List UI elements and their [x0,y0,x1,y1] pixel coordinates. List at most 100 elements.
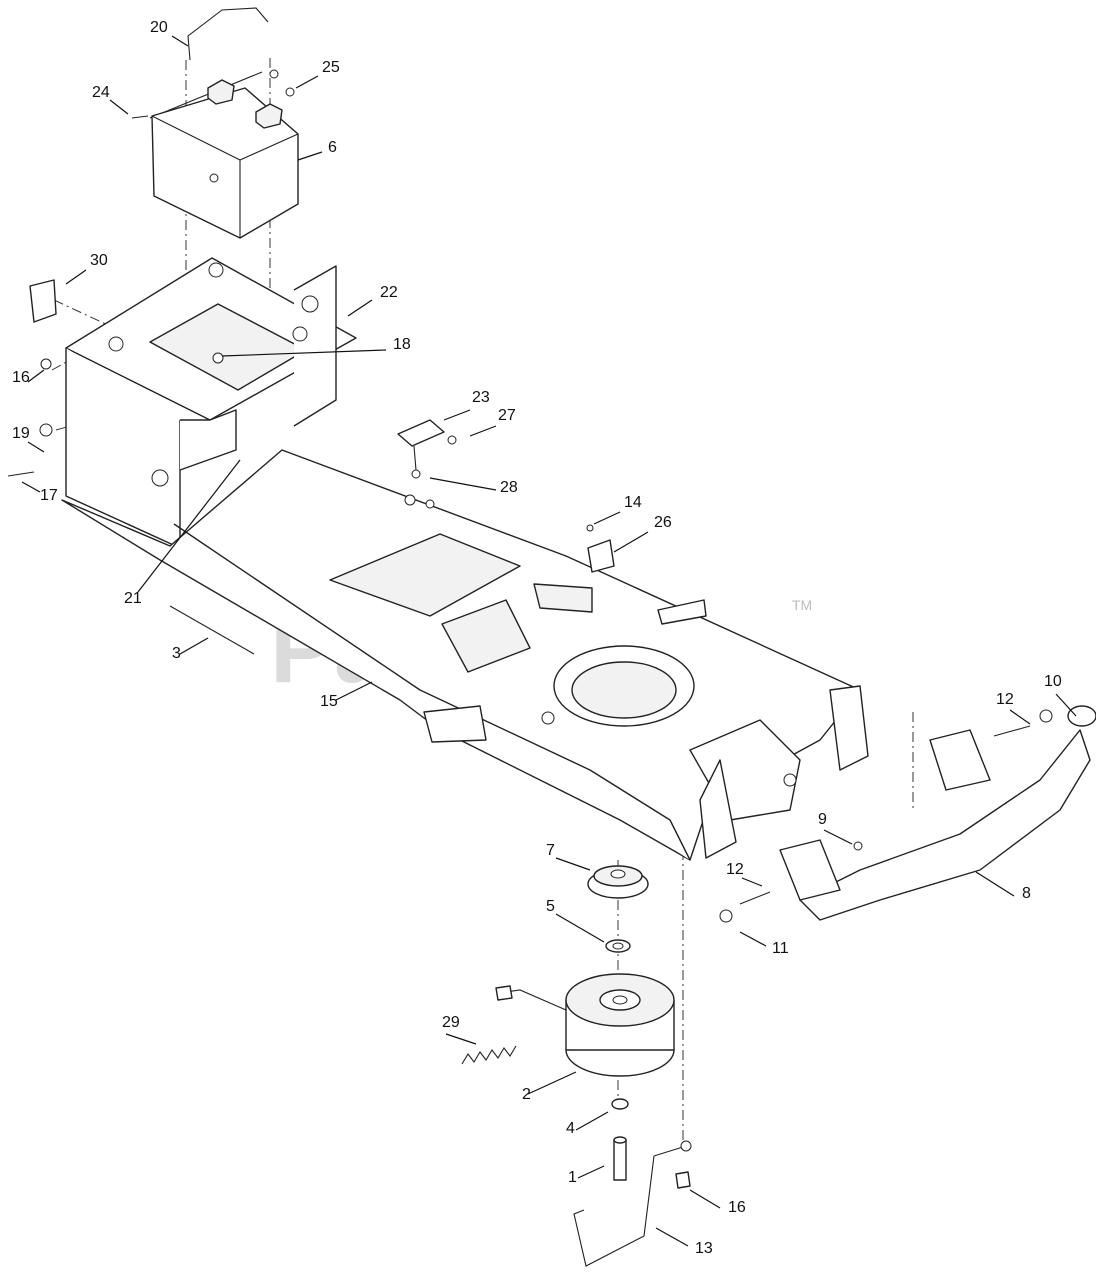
callout-22: 22 [347,284,398,317]
decal [29,279,57,323]
spring [461,1045,517,1065]
callout-number: 27 [498,407,516,424]
spacer-and-bolt [611,1098,629,1181]
callout-29: 29 [442,1014,477,1045]
callout-number: 12 [726,861,744,878]
battery [131,69,299,239]
callout-leader [171,35,189,47]
callout-number: 16 [728,1199,746,1216]
callout-number: 25 [322,59,340,76]
callout-leader [65,269,87,285]
callout-number: 15 [320,693,338,710]
callout-19: 19 [12,425,45,453]
callout-24: 24 [92,84,129,115]
callout-number: 19 [12,425,30,442]
callout-21: 21 [124,459,241,607]
callout-number: 17 [40,487,58,504]
callout-11: 11 [739,931,789,957]
callout-20: 20 [150,19,189,47]
callout-number: 18 [393,336,411,353]
callout-leader [739,931,767,947]
callout-leader [555,913,605,943]
callout-number: 21 [124,590,142,607]
callout-27: 27 [469,407,516,437]
callout-18: 18 [221,336,411,357]
callout-10: 10 [1044,673,1077,717]
pulley [587,865,649,899]
callout-leader [297,151,323,161]
callout-leader [335,681,373,701]
callout-8: 8 [975,871,1031,902]
callout-4: 4 [566,1111,609,1137]
callout-number: 6 [328,139,337,156]
callout-number: 2 [522,1086,531,1103]
callout-number: 1 [568,1169,577,1186]
watermark-trademark: TM [792,597,812,613]
callout-leader [575,1111,609,1131]
callout-number: 24 [92,84,110,101]
callout-23: 23 [443,389,490,421]
callout-leader [655,1227,689,1247]
callout-leader [613,531,649,553]
callout-17: 17 [21,481,58,504]
callout-leader [221,349,387,357]
battery-support-box [7,257,357,549]
callout-26: 26 [613,514,672,553]
callout-16: 16 [689,1189,746,1216]
callout-number: 14 [624,494,642,511]
callout-leader [593,511,621,525]
callout-14: 14 [593,494,642,525]
callout-leader [109,99,129,115]
callout-number: 23 [472,389,490,406]
brake-rod [573,1140,692,1267]
callout-leader [577,1165,605,1179]
callout-1: 1 [568,1165,605,1186]
callout-6: 6 [297,139,337,161]
pto-clutch [495,973,675,1077]
callout-15: 15 [320,681,373,710]
callout-number: 4 [566,1120,575,1137]
callout-number: 29 [442,1014,460,1031]
callout-number: 13 [695,1240,713,1257]
callout-number: 20 [150,19,168,36]
callout-leader [555,857,591,871]
callout-9: 9 [818,811,853,845]
callout-25: 25 [295,59,340,89]
callout-2: 2 [522,1071,577,1103]
callout-30: 30 [65,252,108,285]
callout-16: 16 [12,369,45,386]
callout-number: 22 [380,284,398,301]
callout-3: 3 [172,637,209,662]
callout-number: 30 [90,252,108,269]
callout-13: 13 [655,1227,713,1257]
callout-leader [823,829,853,845]
washer [605,939,631,953]
callout-number: 10 [1044,673,1062,690]
callout-28: 28 [429,477,518,496]
callout-number: 9 [818,811,827,828]
callout-12: 12 [996,691,1031,725]
callout-leader [137,459,241,593]
callout-leader [347,299,373,317]
callout-leader [27,441,45,453]
cable-tie [169,605,255,655]
callout-number: 12 [996,691,1014,708]
main-frame [61,449,869,861]
callout-7: 7 [546,842,591,871]
callout-leader [741,877,763,887]
callout-leader [295,75,319,89]
callout-leader [1009,709,1031,725]
callout-number: 16 [12,369,30,386]
callout-leader [429,477,497,491]
callout-5: 5 [546,898,605,943]
callout-leader [21,481,41,493]
callout-number: 3 [172,645,181,662]
callout-12: 12 [726,861,763,887]
callout-number: 7 [546,842,555,859]
callout-number: 28 [500,479,518,496]
callout-leader [179,637,209,655]
callout-leader [527,1071,577,1095]
callout-leader [975,871,1015,897]
